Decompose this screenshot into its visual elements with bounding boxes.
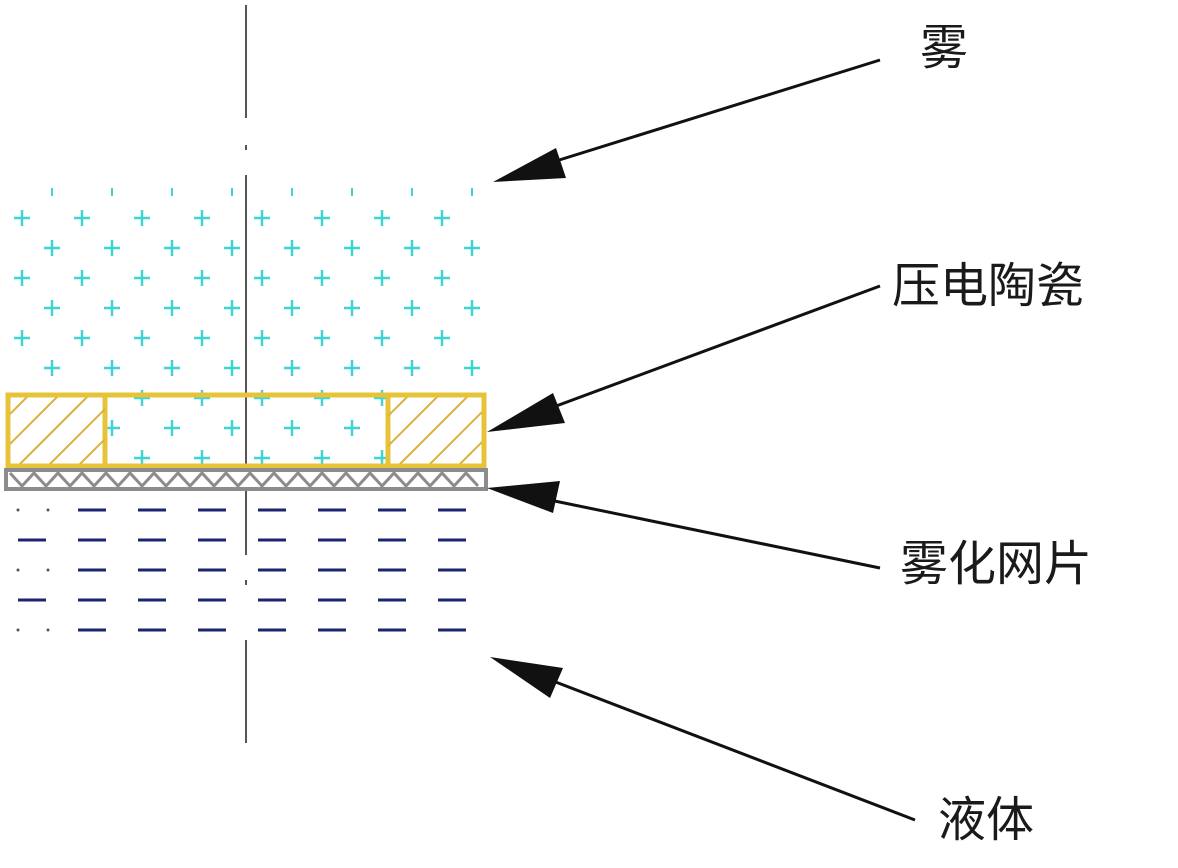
ceramic-outline	[5, 392, 487, 469]
mist-plus-mark	[74, 330, 90, 346]
mist-plus-mark	[344, 420, 360, 436]
mist-plus-mark	[44, 300, 60, 316]
piezo-ceramic-ring	[5, 392, 487, 469]
mist-plus-mark	[194, 390, 210, 406]
mist-plus-mark	[344, 300, 360, 316]
mist-plus-mark	[104, 360, 120, 376]
mist-label: 雾	[920, 20, 969, 76]
mist-plus-mark	[134, 270, 150, 286]
mist-plus-mark	[44, 360, 60, 376]
mist-plus-mark	[464, 300, 480, 316]
mist-plus-mark	[254, 390, 270, 406]
mist-plus-mark	[464, 240, 480, 256]
mist-plus-mark	[194, 270, 210, 286]
mist-plus-mark	[164, 360, 180, 376]
ceramic-right-section	[385, 392, 487, 469]
liquid-dot	[46, 568, 50, 572]
mist-plus-mark	[404, 300, 420, 316]
leader-arrows	[487, 58, 916, 822]
mist-plus-mark	[344, 360, 360, 376]
mist-plus-mark	[284, 360, 300, 376]
mist-plus-mark	[14, 270, 30, 286]
mist-plus-mark	[434, 210, 450, 226]
mist-plus-mark	[434, 330, 450, 346]
mist-plus-mark	[194, 210, 210, 226]
mist-plus-mark	[284, 240, 300, 256]
arrow-mist	[493, 58, 881, 182]
mist-plus-mark	[44, 240, 60, 256]
liquid-label: 液体	[938, 792, 1035, 848]
mist-plus-mark	[344, 240, 360, 256]
mist-plus-mark	[404, 240, 420, 256]
mist-plus-mark	[164, 240, 180, 256]
mist-plus-mark	[284, 420, 300, 436]
mist-plus-mark	[314, 330, 330, 346]
mist-plus-mark	[134, 330, 150, 346]
liquid-region	[16, 508, 466, 632]
mist-plus-mark	[224, 420, 240, 436]
liquid-dot	[46, 628, 50, 632]
mist-plus-mark	[164, 300, 180, 316]
mist-plus-mark	[314, 450, 330, 466]
mist-plus-mark	[194, 330, 210, 346]
arrow-piezo-ceramic	[487, 284, 881, 432]
mist-plus-mark	[74, 270, 90, 286]
mist-plus-mark	[164, 420, 180, 436]
mist-plus-mark	[104, 300, 120, 316]
mist-plus-mark	[374, 270, 390, 286]
mist-plus-mark	[224, 240, 240, 256]
piezo-ceramic-label: 压电陶瓷	[892, 258, 1085, 314]
mist-plus-mark	[374, 210, 390, 226]
arrow-liquid	[490, 657, 916, 822]
mist-plus-mark	[74, 210, 90, 226]
liquid-dot	[16, 568, 20, 572]
atomizing-mesh-plate	[4, 468, 488, 491]
mist-plus-mark	[134, 450, 150, 466]
mist-plus-mark	[254, 330, 270, 346]
liquid-dot	[16, 508, 20, 512]
mist-plus-mark	[14, 330, 30, 346]
mist-plus-mark	[224, 360, 240, 376]
mist-plus-mark	[314, 390, 330, 406]
mist-plus-mark	[14, 210, 30, 226]
mist-plus-mark	[434, 270, 450, 286]
atomizing-mesh-label: 雾化网片	[900, 536, 1093, 592]
mist-plus-mark	[134, 210, 150, 226]
mist-plus-mark	[284, 300, 300, 316]
mist-plus-mark	[374, 330, 390, 346]
mist-plus-mark	[314, 210, 330, 226]
liquid-dot	[16, 628, 20, 632]
mist-plus-mark	[224, 300, 240, 316]
mist-plus-mark	[254, 450, 270, 466]
arrow-atomizing-mesh	[487, 481, 881, 570]
liquid-dot	[46, 508, 50, 512]
mist-plus-mark	[464, 360, 480, 376]
mist-plus-mark	[314, 270, 330, 286]
mist-plus-mark	[134, 390, 150, 406]
mist-plus-mark	[104, 240, 120, 256]
mist-plus-mark	[254, 270, 270, 286]
mist-plus-mark	[404, 360, 420, 376]
mist-plus-mark	[254, 210, 270, 226]
mist-plus-mark	[194, 450, 210, 466]
